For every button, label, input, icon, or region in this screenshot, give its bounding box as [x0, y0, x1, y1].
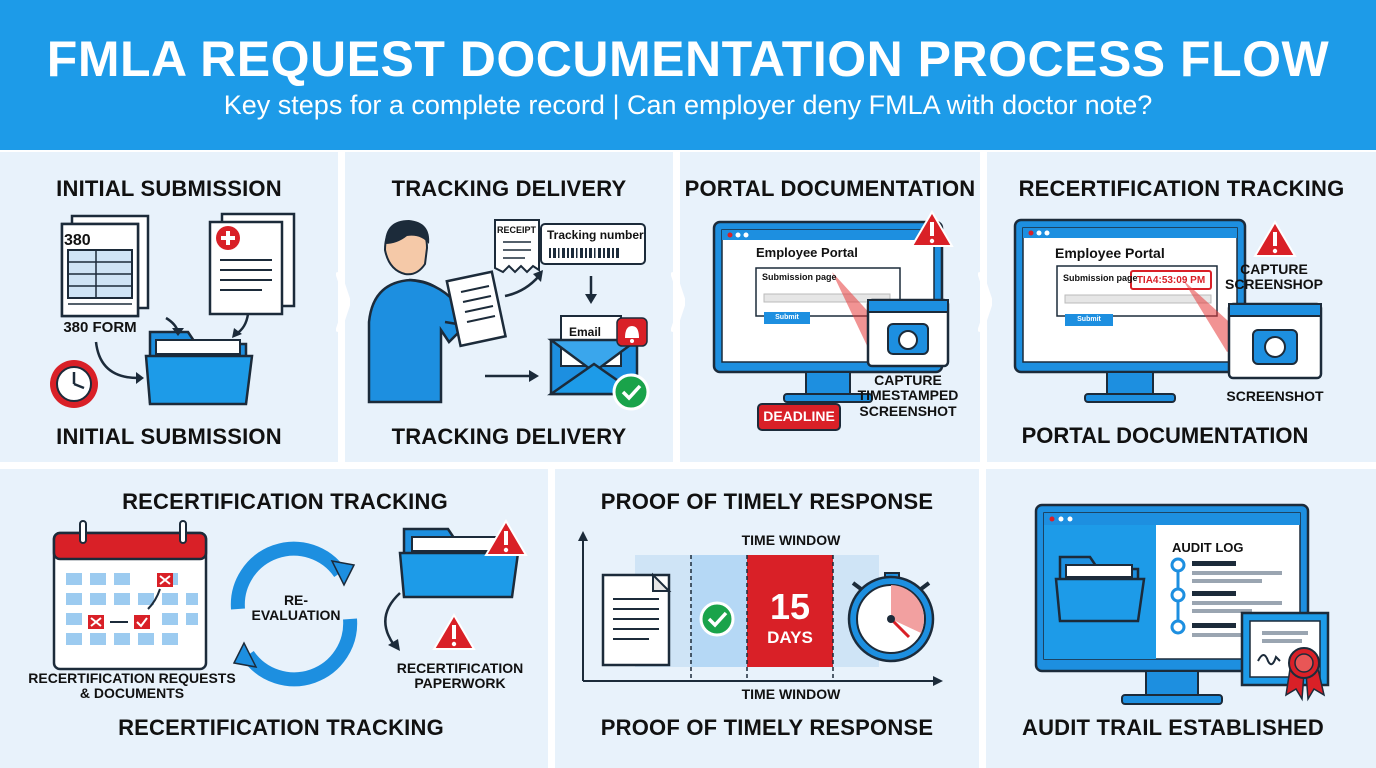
- clock-icon: [50, 360, 98, 408]
- panel-title: TRACKING DELIVERY: [391, 176, 627, 201]
- panel-caption: PORTAL DOCUMENTATION: [1021, 423, 1309, 448]
- header-banner: FMLA REQUEST DOCUMENTATION PROCESS FLOW …: [0, 0, 1376, 150]
- held-document-icon: [445, 270, 508, 348]
- audit-log-label: AUDIT LOG: [1172, 540, 1244, 555]
- panel-initial-submission: INITIAL SUBMISSION: [0, 152, 338, 462]
- screenshot-label: SCREENSHOT: [1226, 388, 1324, 404]
- recertification-requests-label: RECERTIFICATION REQUESTS & DOCUMENTS: [28, 670, 236, 702]
- warning-icon: [432, 613, 476, 650]
- panel-caption: AUDIT TRAIL ESTABLISHED: [1021, 715, 1324, 740]
- submit-button[interactable]: Submit: [1077, 316, 1101, 323]
- folder-icon: [398, 527, 520, 599]
- panel-audit-trail: AUDIT LOG AUDIT TRAIL ESTABLISHED: [986, 469, 1376, 768]
- warning-icon: [910, 210, 954, 247]
- panel-proof-of-timely-response: PROOF OF TIMELY RESPONSE: [555, 469, 979, 768]
- days-number: 15: [769, 586, 811, 627]
- panel-caption: RECERTIFICATION TRACKING: [118, 715, 444, 740]
- page-subtitle: Key steps for a complete record | Can em…: [223, 90, 1153, 120]
- form-number-label: 380: [64, 232, 91, 249]
- capture-screenshop-label: CAPTURE SCREENSHOP: [1224, 261, 1324, 293]
- audit-trail-illustration: [1034, 503, 1330, 705]
- panel-title: PORTAL DOCUMENTATION: [684, 176, 976, 201]
- checkmark-icon: [699, 601, 735, 637]
- time-window-top-label: TIME WINDOW: [741, 532, 841, 548]
- portal-title: Employee Portal: [1055, 245, 1165, 261]
- audit-log-timeline: [1170, 557, 1282, 637]
- panel-caption: PROOF OF TIMELY RESPONSE: [600, 715, 934, 740]
- panel-title: INITIAL SUBMISSION: [56, 176, 282, 201]
- flow-chevron-2: [671, 272, 685, 332]
- panel-recertification-tracking: RECERTIFICATION TRACKING: [0, 469, 548, 768]
- portal-documentation-illustration: [712, 210, 954, 431]
- document-icon: [601, 572, 672, 667]
- certificate-icon: [1240, 611, 1330, 687]
- camera-screenshot-icon: [866, 298, 950, 368]
- panel-title: RECERTIFICATION TRACKING: [1018, 176, 1345, 201]
- receipt-label: RECEIPT: [497, 225, 537, 235]
- form-label: 380 FORM: [63, 319, 137, 336]
- panel-title: PROOF OF TIMELY RESPONSE: [600, 489, 934, 514]
- tracking-delivery-illustration: [367, 219, 650, 411]
- cycle-arrows-icon: [230, 541, 358, 687]
- checkmark-icon: [612, 373, 650, 411]
- reevaluation-label: RE- EVALUATION: [251, 592, 341, 624]
- recertification-illustration: [52, 519, 528, 687]
- panel-recertification-portal: RECERTIFICATION TRACKING Employee Portal…: [987, 152, 1376, 462]
- calendar-icon: [52, 520, 208, 671]
- warning-icon: [484, 519, 528, 556]
- notification-bell-icon: [616, 317, 648, 347]
- tracking-number-card: [540, 223, 646, 265]
- flow-chevron-3: [978, 272, 992, 332]
- timestamp-label: TIA4:53:09 PM: [1136, 275, 1206, 286]
- page-title: FMLA REQUEST DOCUMENTATION PROCESS FLOW: [46, 31, 1330, 87]
- initial-submission-illustration: [50, 212, 296, 408]
- folder-icon: [144, 330, 254, 406]
- capture-timestamped-label: CAPTURE TIMESTAMPED SCREENSHOT: [857, 372, 959, 419]
- recertification-portal-illustration: [1013, 218, 1323, 403]
- panel-tracking-delivery: TRACKING DELIVERY: [345, 152, 673, 462]
- flow-chevron-1: [336, 272, 350, 332]
- time-window-bottom-label: TIME WINDOW: [741, 686, 841, 702]
- medical-document-icon: [208, 212, 296, 316]
- tracking-number-label: Tracking number: [547, 228, 644, 242]
- time-window-illustration: [578, 531, 943, 686]
- submission-page-label: Submission page: [1063, 273, 1138, 283]
- panel-caption: INITIAL SUBMISSION: [56, 424, 282, 449]
- panel-title: RECERTIFICATION TRACKING: [122, 489, 448, 514]
- seal-ribbon-icon: [1285, 647, 1326, 702]
- receipt-icon: [494, 219, 540, 274]
- panel-portal-documentation: PORTAL DOCUMENTATION Employee Portal Sub…: [680, 152, 980, 462]
- recertification-paperwork-label: RECERTIFICATION PAPERWORK: [396, 660, 524, 692]
- email-label: Email: [569, 325, 602, 339]
- timestamp-box: [1130, 270, 1212, 290]
- folder-icon: [1054, 555, 1146, 623]
- days-label: DAYS: [767, 628, 813, 647]
- deadline-badge: [757, 403, 841, 431]
- portal-title: Employee Portal: [756, 245, 858, 260]
- deadline-label: DEADLINE: [763, 408, 835, 424]
- submission-page-label: Submission page: [762, 272, 837, 282]
- submit-button[interactable]: Submit: [775, 314, 799, 321]
- stopwatch-icon: [847, 572, 935, 663]
- warning-icon: [1253, 220, 1297, 257]
- panel-caption: TRACKING DELIVERY: [391, 424, 627, 449]
- camera-screenshot-icon: [1227, 302, 1323, 380]
- form-380-icon: [60, 222, 140, 318]
- fifteen-day-window: [747, 555, 833, 667]
